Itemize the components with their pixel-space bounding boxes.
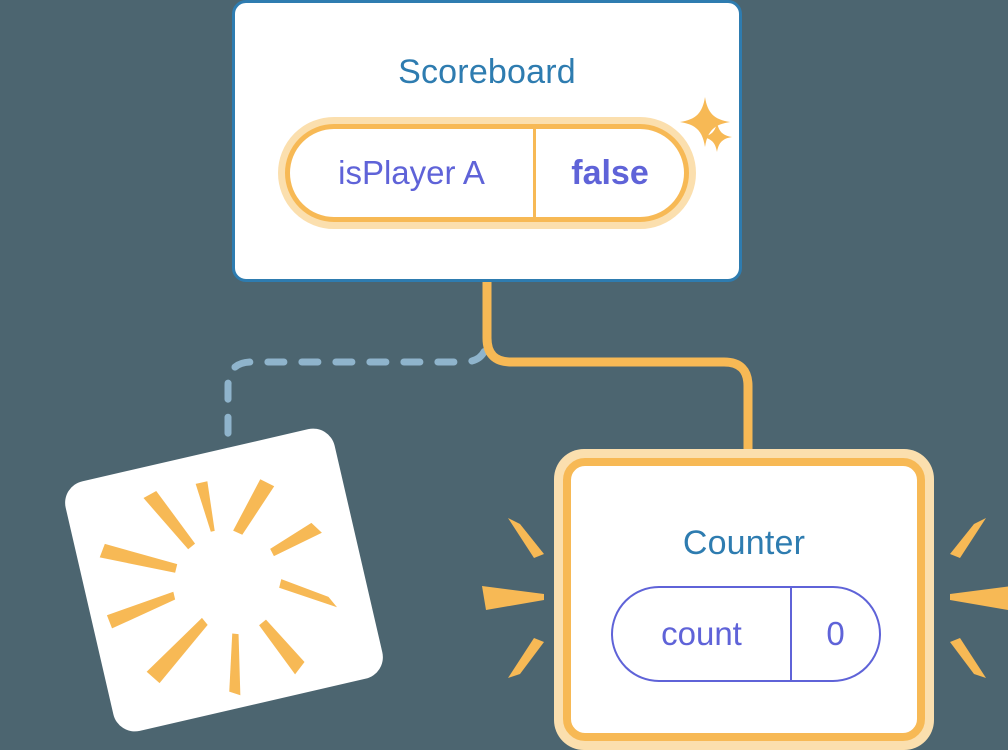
counter-pill-value: 0 — [826, 615, 845, 652]
counter-card-inner: Counter count 0 — [563, 458, 925, 741]
connector-scoreboard-to-counter — [482, 282, 753, 462]
counter-pill-key: count — [661, 615, 742, 652]
scoreboard-pill-divider — [533, 124, 536, 222]
counter-burst-right-icon — [944, 508, 1008, 688]
counter-state-pill[interactable]: count 0 — [611, 586, 881, 682]
counter-burst-left-icon — [474, 508, 550, 688]
scoreboard-pill-value: false — [571, 153, 649, 192]
sparkle-large-icon — [678, 95, 732, 149]
counter-title: Counter — [682, 524, 806, 562]
card-scoreboard[interactable]: Scoreboard isPlayer A false — [232, 0, 742, 282]
counter-pill-divider — [790, 588, 792, 680]
scoreboard-pill-key: isPlayer A — [338, 154, 485, 191]
sparkle-small-icon — [700, 120, 734, 154]
blank-card-burst-icon — [99, 479, 338, 696]
scoreboard-state-pill[interactable]: isPlayer A false — [278, 117, 696, 229]
scoreboard-pill-body[interactable]: isPlayer A false — [285, 124, 689, 222]
card-counter[interactable]: Counter count 0 — [554, 449, 934, 750]
scoreboard-title: Scoreboard — [398, 53, 576, 91]
card-blank-rotated[interactable] — [60, 424, 388, 736]
